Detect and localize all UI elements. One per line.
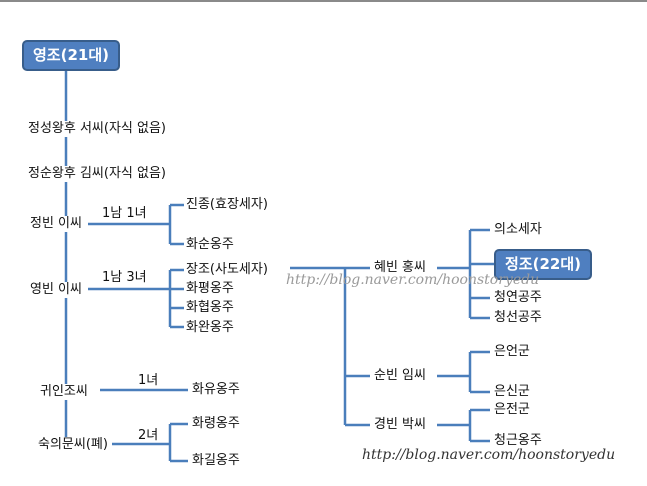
node-cheonggeun: 청근옹주 [494,433,542,448]
watermark: http://blog.naver.com/hoonstoryedu [362,447,616,463]
node-jeongsun: 정순왕후 김씨(자식 없음) [28,166,167,182]
node-yeongbin: 영빈 이씨 [30,282,82,298]
node-hwasun: 화순옹주 [186,237,234,252]
count-sugui: 2녀 [138,428,159,443]
node-yeongjo: 영조(21대) [22,40,120,71]
count-jeongbin: 1남 1녀 [102,206,147,221]
node-hwapyeong: 화평옹주 [186,281,234,296]
node-cheongseon: 청선공주 [494,310,542,325]
node-uiso: 의소세자 [494,222,542,237]
node-hyebin: 혜빈 홍씨 [374,260,426,275]
node-hwayu: 화유옹주 [192,382,240,397]
top-border [0,0,647,2]
node-gyeongbin: 경빈 박씨 [374,417,426,432]
count-gwiin: 1녀 [138,373,159,388]
node-sugui: 숙의문씨(폐) [38,437,108,453]
node-eunsin: 은신군 [494,384,530,399]
node-hwawan: 화완옹주 [186,320,234,335]
node-jangjo: 장조(사도세자) [186,262,268,277]
node-cheongyeon: 청연공주 [494,290,542,305]
node-jinjong: 진종(효장세자) [186,197,268,212]
node-gwiin: 귀인조씨 [40,384,88,400]
node-sunbin: 순빈 임씨 [374,368,426,383]
node-hwagil: 화길옹주 [192,453,240,468]
node-hwaryeong: 화령옹주 [192,416,240,431]
node-hwahyeop: 화협옹주 [186,300,234,315]
node-eunjeon: 은전군 [494,402,530,417]
watermark-faint: http://blog.naver.com/hoonstoryedu [286,272,540,288]
node-jeongbin: 정빈 이씨 [30,216,82,232]
node-euneon: 은언군 [494,344,530,359]
node-jeongseong: 정성왕후 서씨(자식 없음) [28,121,167,137]
node-jeongjo: 정조(22대) [494,249,592,280]
count-yeongbin: 1남 3녀 [102,270,147,285]
